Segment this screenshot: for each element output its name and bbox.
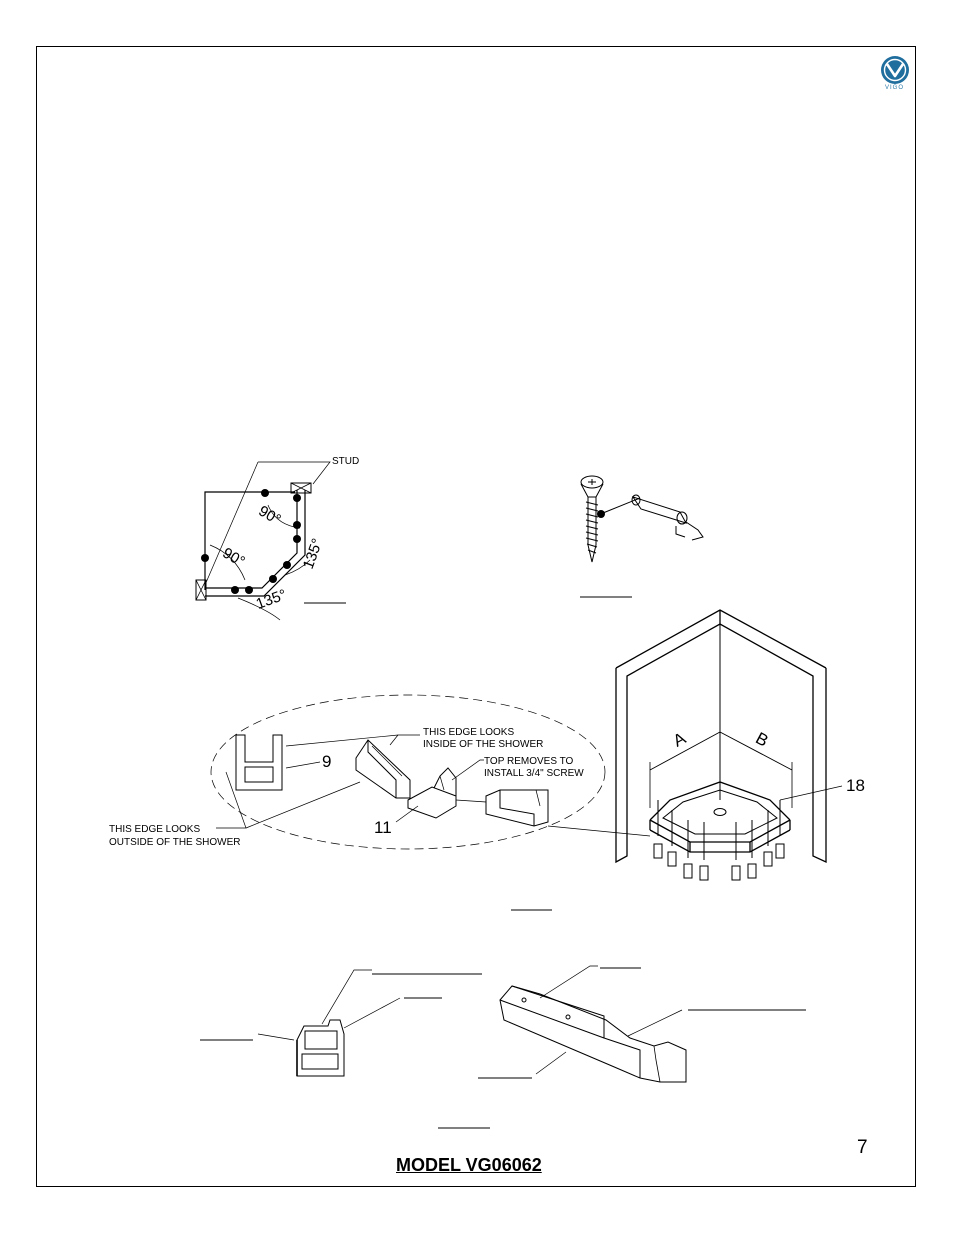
callout-18: 18	[846, 776, 865, 795]
page-border	[36, 46, 916, 1187]
vigo-logo-icon	[881, 56, 909, 84]
inside-edge-label-line1: THIS EDGE LOOKS	[423, 727, 515, 738]
stud-label: STUD	[332, 456, 360, 467]
callout-9: 9	[322, 752, 332, 771]
page-number: 7	[857, 1137, 868, 1158]
outside-edge-label-line2: OUTSIDE OF THE SHOWER	[109, 837, 241, 848]
logo-text: VIGO	[885, 85, 905, 91]
corner-wall-pan-diagram	[511, 609, 843, 911]
top-removes-label-line2: INSTALL 3/4" SCREW	[484, 768, 584, 779]
callout-11: 11	[374, 818, 392, 837]
clip-detail-diagram	[210, 694, 606, 850]
model-title: MODEL VG06062	[396, 1155, 542, 1175]
pan-screws-and-anchors	[653, 800, 785, 881]
outside-edge-label-line1: THIS EDGE LOOKS	[109, 824, 201, 835]
stud-screw-points	[201, 489, 301, 594]
screw-and-anchor-detail	[580, 475, 704, 598]
inside-edge-label-line2: INSIDE OF THE SHOWER	[423, 739, 544, 750]
bottom-parts-diagram	[200, 965, 806, 1129]
top-removes-label-line1: TOP REMOVES TO	[484, 756, 574, 767]
screw-point	[597, 510, 605, 518]
